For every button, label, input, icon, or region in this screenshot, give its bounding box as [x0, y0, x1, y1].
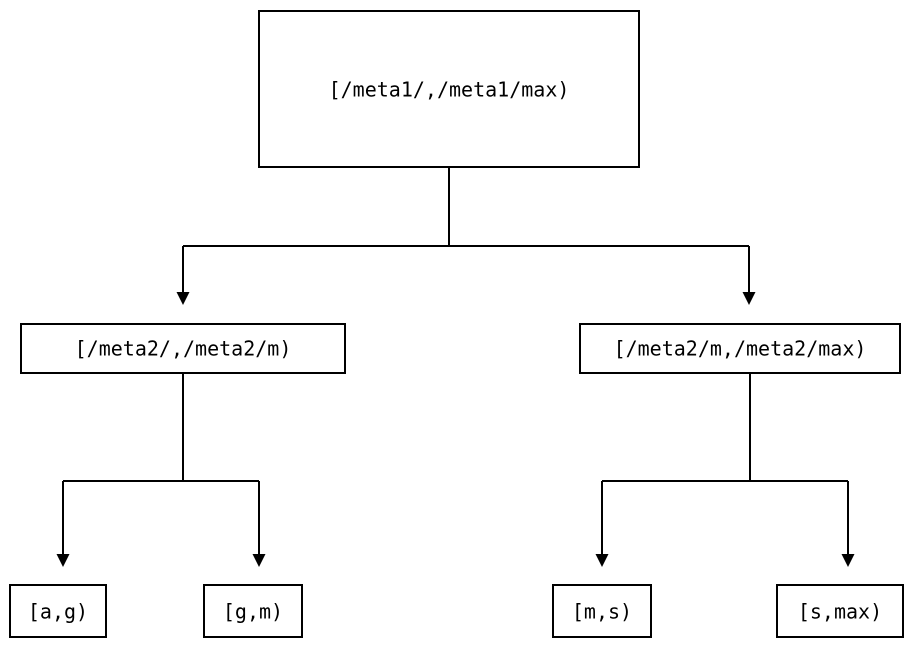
node-box[interactable] — [258, 10, 640, 168]
node-box[interactable] — [203, 584, 303, 638]
node-mid-right[interactable]: [/meta2/m,/meta2/max) — [579, 323, 901, 374]
edge-path — [62, 373, 259, 554]
arrowhead-icon — [56, 554, 70, 567]
node-label: [a,g) — [28, 600, 88, 624]
node-leaf-m-s[interactable]: [m,s) — [552, 584, 652, 638]
node-label: [m,s) — [572, 600, 632, 624]
node-label: [/meta2/m,/meta2/max) — [614, 337, 867, 361]
node-box[interactable] — [9, 584, 107, 638]
node-layer: [/meta1/,/meta1/max) [/meta2/,/meta2/m) … — [9, 10, 904, 638]
node-box[interactable] — [552, 584, 652, 638]
node-label: [/meta1/,/meta1/max) — [329, 78, 570, 102]
edge-path — [182, 167, 749, 292]
edge-mid-right-to-leaf-s-max — [841, 481, 855, 567]
edge-root-to-mid-right — [742, 246, 756, 305]
node-leaf-g-m[interactable]: [g,m) — [203, 584, 303, 638]
node-box[interactable] — [776, 584, 904, 638]
edge-root-to-mid-left — [176, 167, 749, 305]
edge-mid-left-to-leaf-a-g — [56, 373, 259, 567]
arrowhead-icon — [252, 554, 266, 567]
edge-mid-right-to-leaf-m-s — [595, 373, 848, 567]
arrowhead-icon — [841, 554, 855, 567]
node-label: [g,m) — [223, 600, 283, 624]
edge-layer — [56, 167, 855, 567]
edge-path — [601, 373, 848, 554]
node-leaf-s-max[interactable]: [s,max) — [776, 584, 904, 638]
arrowhead-icon — [176, 292, 190, 305]
node-label: [s,max) — [798, 600, 882, 624]
node-box[interactable] — [20, 323, 346, 374]
node-root[interactable]: [/meta1/,/meta1/max) — [258, 10, 640, 168]
node-box[interactable] — [579, 323, 901, 374]
arrowhead-icon — [595, 554, 609, 567]
node-mid-left[interactable]: [/meta2/,/meta2/m) — [20, 323, 346, 374]
node-leaf-a-g[interactable]: [a,g) — [9, 584, 107, 638]
arrowhead-icon — [742, 292, 756, 305]
node-label: [/meta2/,/meta2/m) — [75, 337, 292, 361]
edge-mid-left-to-leaf-g-m — [252, 481, 266, 567]
